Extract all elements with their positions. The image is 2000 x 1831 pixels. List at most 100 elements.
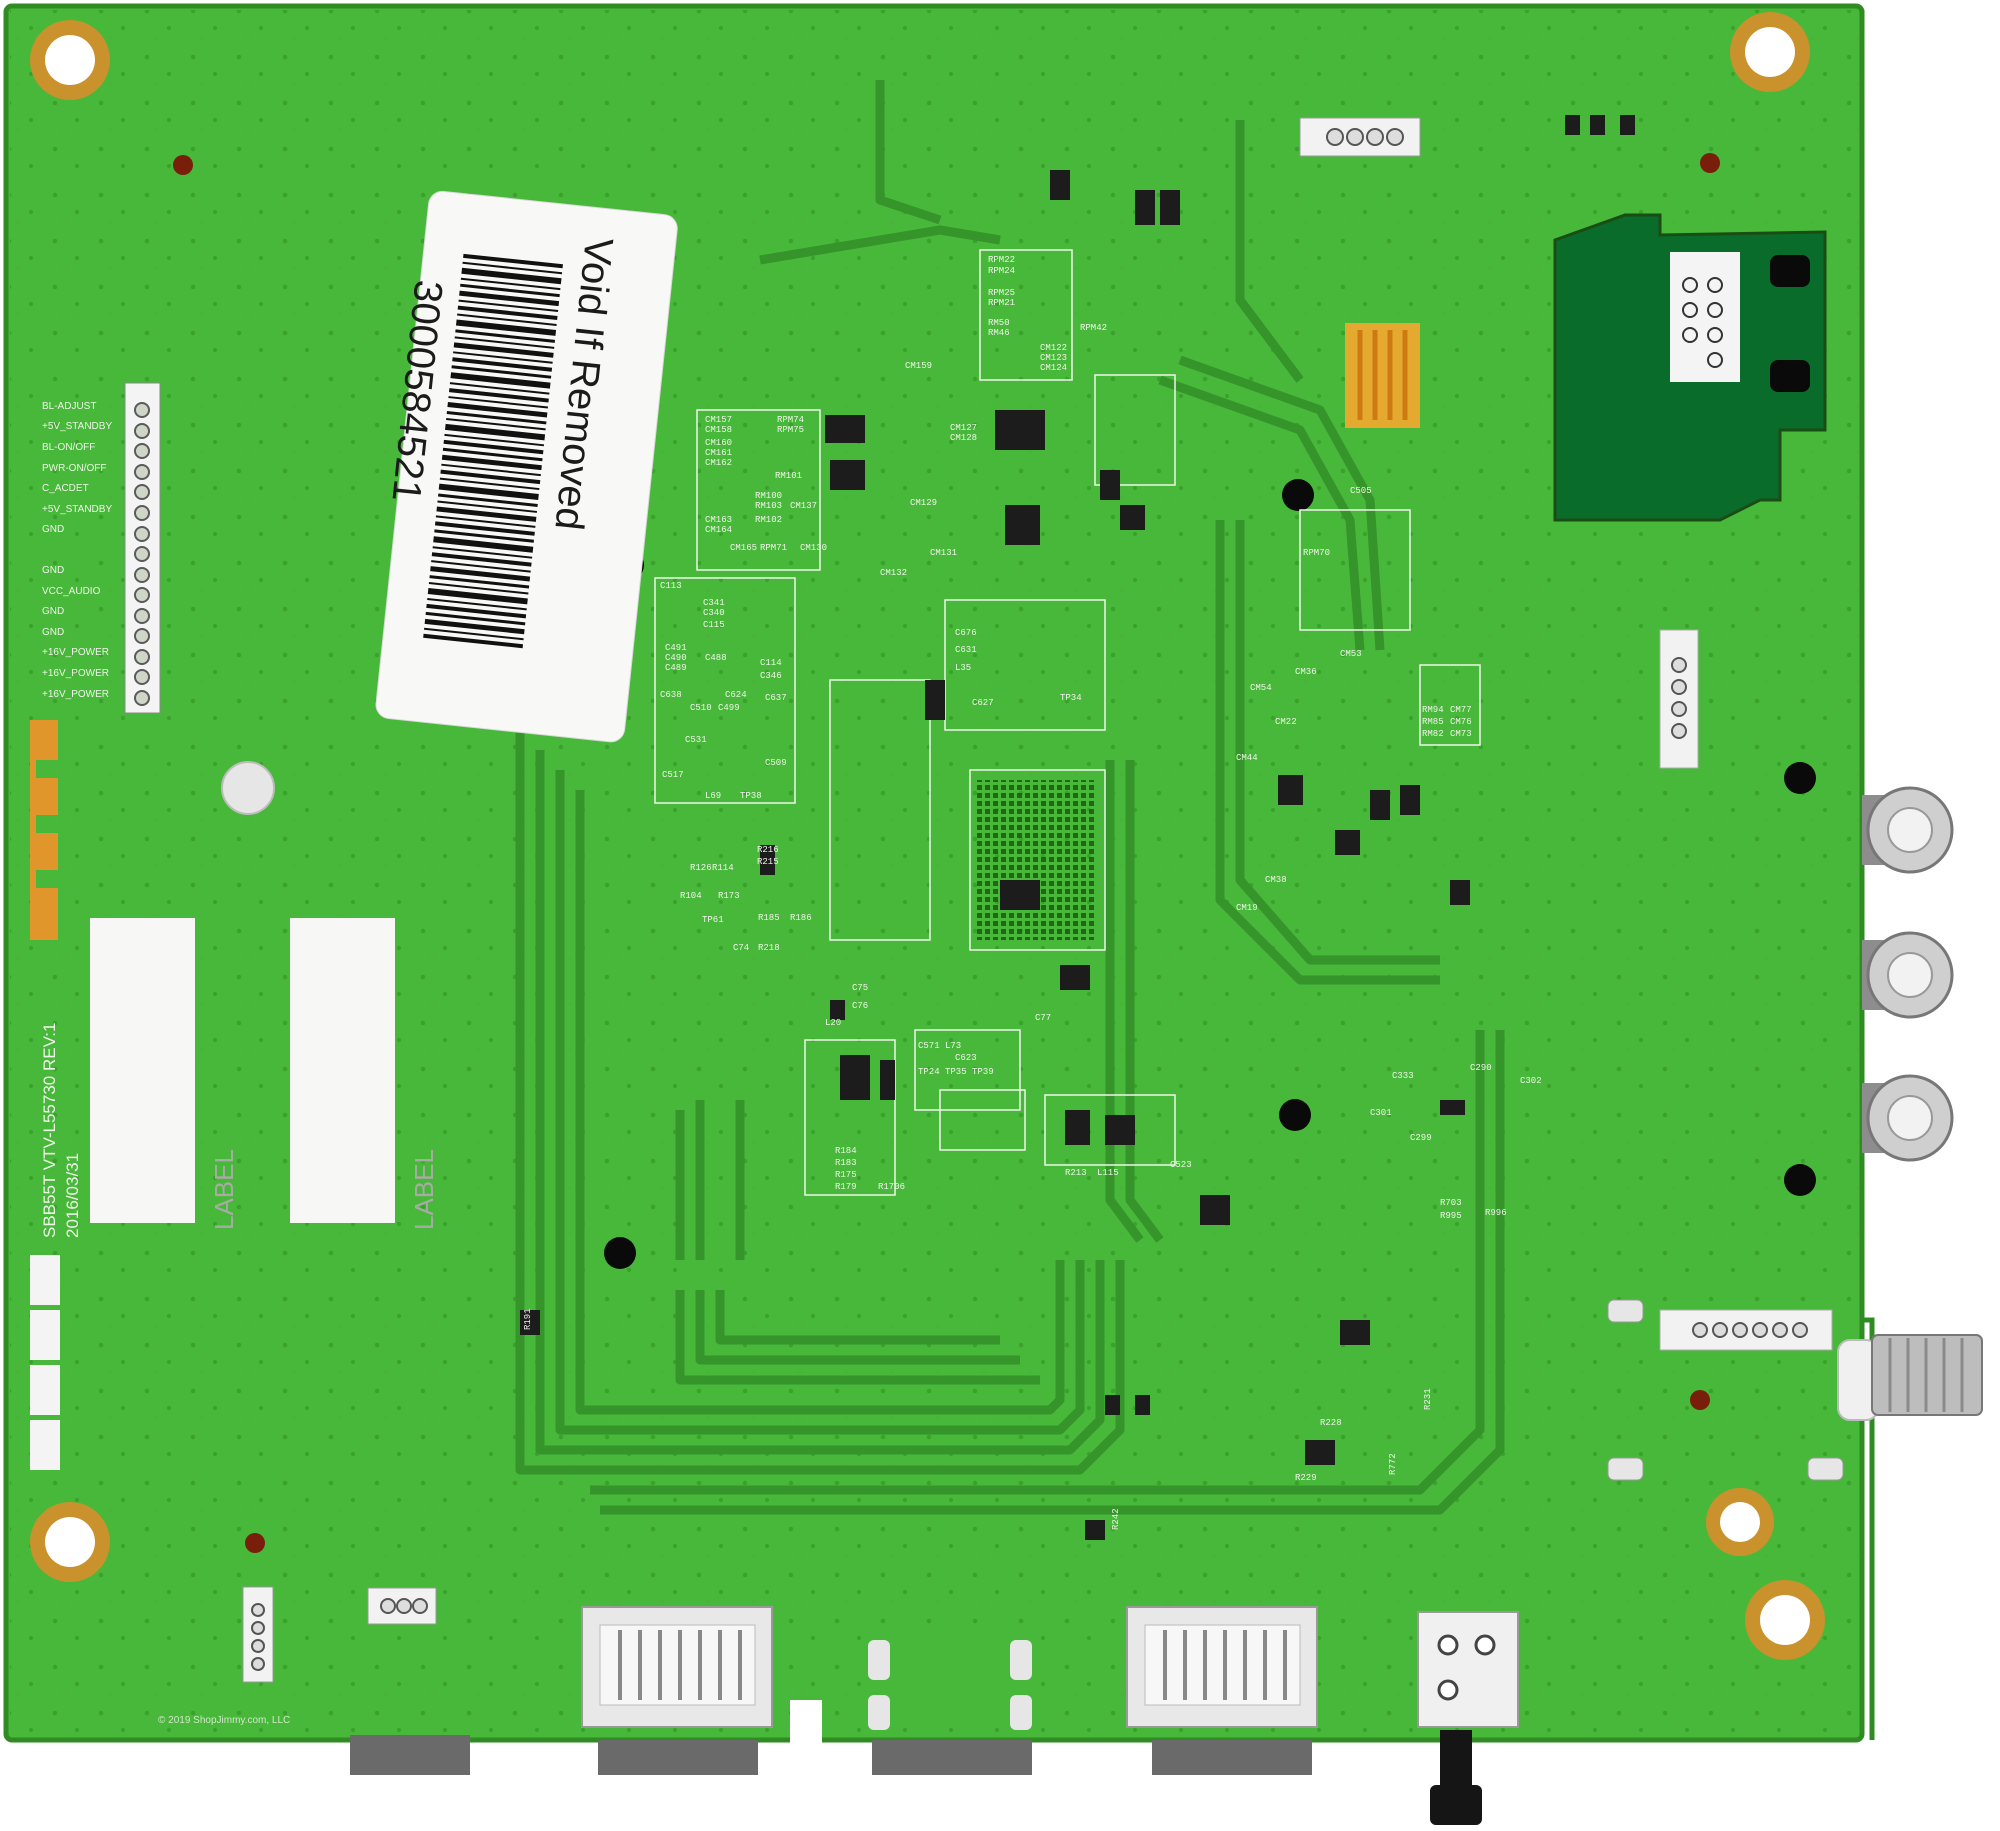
refdes-l73: L73 <box>945 1041 961 1051</box>
refdes-cm137: CM137 <box>790 501 817 511</box>
refdes-c631: C631 <box>955 645 977 655</box>
label-box-1 <box>90 918 195 1223</box>
rca-jack-1 <box>1862 786 1954 874</box>
refdes-c509: C509 <box>765 758 787 768</box>
refdes-rpm75: RPM75 <box>777 425 804 435</box>
refdes-r1706: R1706 <box>878 1182 905 1192</box>
rca-jack-3 <box>1862 1074 1954 1162</box>
board-date-marking: 2016/03/31 <box>63 1153 82 1238</box>
pin-label-gnd-3: GND <box>42 606 64 617</box>
mounting-holes <box>30 12 1825 1660</box>
refdes-rm94: RM94 <box>1422 705 1444 715</box>
refdes-cm19: CM19 <box>1236 903 1258 913</box>
refdes-c114: C114 <box>760 658 782 668</box>
refdes-r772: R772 <box>1388 1453 1398 1475</box>
refdes-c340: C340 <box>703 608 725 618</box>
refdes-c489: C489 <box>665 663 687 673</box>
refdes-c490: C490 <box>665 653 687 663</box>
refdes-cm122: CM122 <box>1040 343 1067 353</box>
refdes-c491: C491 <box>665 643 687 653</box>
refdes-c505: C505 <box>1350 486 1372 496</box>
pin-label-5v-standby-2: +5V_STANDBY <box>42 504 112 515</box>
connector-pin-labels: BL-ADJUST +5V_STANDBY BL-ON/OFF PWR-ON/O… <box>42 401 112 700</box>
refdes-c523: C523 <box>1170 1160 1192 1170</box>
refdes-cm165: CM165 <box>730 543 757 553</box>
refdes-rm103: RM103 <box>755 501 782 511</box>
pin-label-vcc-audio: VCC_AUDIO <box>42 586 101 597</box>
refdes-cm127: CM127 <box>950 423 977 433</box>
refdes-rm50: RM50 <box>988 318 1010 328</box>
refdes-r242: R242 <box>1111 1508 1121 1530</box>
refdes-labels: RPM22 RPM24 RPM25 RPM21 RM50 RM46 CM122 … <box>660 255 1542 1483</box>
refdes-rpm21: RPM21 <box>988 298 1015 308</box>
pin-label-16v-power-1: +16V_POWER <box>42 647 109 658</box>
refdes-cm22: CM22 <box>1275 717 1297 727</box>
tuner-mount-pads <box>1607 1299 1844 1481</box>
refdes-c624: C624 <box>725 690 747 700</box>
refdes-cm76: CM76 <box>1450 717 1472 727</box>
refdes-cm54: CM54 <box>1250 683 1272 693</box>
refdes-cm36: CM36 <box>1295 667 1317 677</box>
hdmi-port-3 <box>1126 1606 1318 1775</box>
usb-port <box>350 1735 470 1775</box>
pin-label-16v-power-2: +16V_POWER <box>42 668 109 679</box>
refdes-r175: R175 <box>835 1170 857 1180</box>
refdes-r703: R703 <box>1440 1198 1462 1208</box>
hdmi-port-2 <box>868 1625 1032 1775</box>
label-box-2-text: LABEL <box>409 1149 439 1230</box>
pin-label-pwr-onoff: PWR-ON/OFF <box>42 463 106 474</box>
refdes-rm46: RM46 <box>988 328 1010 338</box>
refdes-rpm42: RPM42 <box>1080 323 1107 333</box>
refdes-tp38: TP38 <box>740 791 762 801</box>
refdes-r185: R185 <box>758 913 780 923</box>
refdes-r186: R186 <box>790 913 812 923</box>
refdes-r216: R216 <box>757 845 779 855</box>
refdes-r231: R231 <box>1423 1388 1433 1410</box>
refdes-c623: C623 <box>955 1053 977 1063</box>
refdes-cm124: CM124 <box>1040 363 1067 373</box>
refdes-l115: L115 <box>1097 1168 1119 1178</box>
refdes-c290: C290 <box>1470 1063 1492 1073</box>
label-box-2 <box>290 918 395 1223</box>
right-pin-header <box>1659 629 1699 769</box>
left-edge-tabs <box>30 1255 60 1470</box>
refdes-tp34: TP34 <box>1060 693 1082 703</box>
rca-jack-2 <box>1862 931 1954 1019</box>
barcode <box>423 253 563 649</box>
refdes-c115: C115 <box>703 620 725 630</box>
board-notch <box>790 1700 822 1760</box>
refdes-c75: C75 <box>852 983 868 993</box>
pin-label-5v-standby-1: +5V_STANDBY <box>42 421 112 432</box>
main-soc <box>975 780 1095 940</box>
refdes-rm102: RM102 <box>755 515 782 525</box>
refdes-r228: R228 <box>1320 1418 1342 1428</box>
refdes-c333: C333 <box>1392 1071 1414 1081</box>
copyright-watermark: © 2019 ShopJimmy.com, LLC <box>158 1715 290 1726</box>
refdes-rpm70: RPM70 <box>1303 548 1330 558</box>
smd-components <box>520 115 1635 1540</box>
refdes-cm77: CM77 <box>1450 705 1472 715</box>
refdes-r218: R218 <box>758 943 780 953</box>
warranty-seal <box>221 761 275 815</box>
refdes-rpm25: RPM25 <box>988 288 1015 298</box>
refdes-r126: R126 <box>690 863 712 873</box>
refdes-cm158: CM158 <box>705 425 732 435</box>
refdes-cm161: CM161 <box>705 448 732 458</box>
refdes-c627: C627 <box>972 698 994 708</box>
refdes-cm160: CM160 <box>705 438 732 448</box>
refdes-r183: R183 <box>835 1158 857 1168</box>
refdes-c488: C488 <box>705 653 727 663</box>
refdes-c531: C531 <box>685 735 707 745</box>
gold-fpc-pads <box>1345 323 1420 428</box>
trace-bundles <box>515 80 1505 1515</box>
refdes-r104: R104 <box>680 891 702 901</box>
refdes-c517: C517 <box>662 770 684 780</box>
refdes-rpm71: RPM71 <box>760 543 787 553</box>
refdes-r213: R213 <box>1065 1168 1087 1178</box>
refdes-rm100: RM100 <box>755 491 782 501</box>
power-connector-pins <box>134 402 150 706</box>
pin-label-gnd-2: GND <box>42 565 64 576</box>
refdes-c76: C76 <box>852 1001 868 1011</box>
refdes-c299: C299 <box>1410 1133 1432 1143</box>
refdes-r995: R995 <box>1440 1211 1462 1221</box>
